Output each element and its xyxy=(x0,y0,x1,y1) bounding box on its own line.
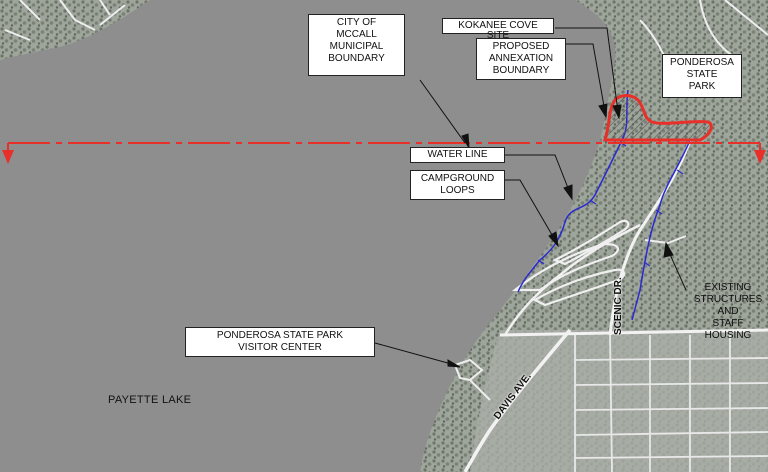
proposed-annexation-callout: PROPOSED ANNEXATION BOUNDARY xyxy=(476,38,566,80)
water-line-branch xyxy=(631,139,691,321)
annexation-boundary-shape xyxy=(602,94,713,142)
northwest-roads xyxy=(4,0,126,41)
kokanee-cove-callout: KOKANEE COVE SITE xyxy=(442,18,554,41)
main-park-road xyxy=(503,223,641,336)
city-boundary-callout: CITY OF MCCALL MUNICIPAL BOUNDARY xyxy=(308,14,405,76)
visitor-center-callout: PONDEROSA STATE PARK VISITOR CENTER xyxy=(185,327,375,357)
boundary-arrow-right xyxy=(754,150,766,164)
residential-grid xyxy=(574,334,768,472)
davis-ave-road xyxy=(463,328,572,472)
residential-area xyxy=(470,330,768,472)
structures-road xyxy=(644,235,687,245)
leader-lines xyxy=(374,27,687,368)
ponderosa-park-callout: PONDEROSA STATE PARK xyxy=(662,54,742,98)
existing-structures-label: EXISTING STRUCTURES AND STAFF HOUSING xyxy=(693,282,763,341)
boundary-arrow-left xyxy=(2,150,14,164)
campground-loops-callout: CAMPGROUND LOOPS xyxy=(410,170,505,200)
campground-loops-roads xyxy=(511,219,630,307)
visitor-center-roads xyxy=(453,358,491,401)
scenic-dr-road xyxy=(608,139,692,336)
crossroad xyxy=(499,328,768,337)
water-line-callout: WATER LINE xyxy=(410,147,505,163)
scenic-dr-label: SCENIC DR. xyxy=(613,277,624,335)
payette-lake-label: PAYETTE LAKE xyxy=(108,394,192,406)
